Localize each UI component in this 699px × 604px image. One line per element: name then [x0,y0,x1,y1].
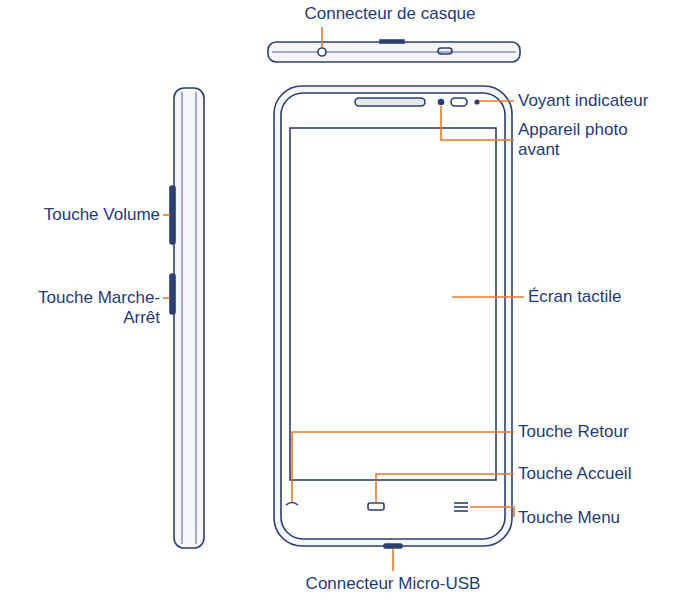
part-label: Connecteur Micro-USB [306,574,481,594]
part-label: Écran tactile [528,287,622,307]
part-label: Connecteur de casque [304,4,475,24]
part-label: Appareil photo avant [518,120,633,160]
leader-lines [163,27,524,571]
part-label: Touche Retour [518,422,629,442]
part-label: Touche Volume [44,205,160,225]
part-label: Touche Menu [518,508,620,528]
part-label: Voyant indicateur [518,91,648,111]
part-label: Touche Marche-Arrêt [20,288,160,328]
part-label: Touche Accueil [518,464,631,484]
